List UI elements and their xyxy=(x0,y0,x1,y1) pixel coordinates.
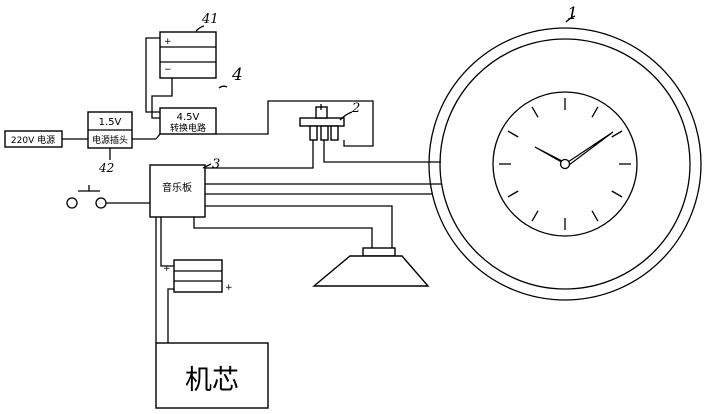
movement-battery-plus-right: + xyxy=(225,283,233,293)
push-button-terminal-right xyxy=(95,197,107,209)
clock-hour-ticks xyxy=(499,98,631,230)
wire-converter-to-switch xyxy=(216,100,374,147)
ref-leader-clock xyxy=(565,15,576,23)
ref-numeral-adapter: 42 xyxy=(98,161,114,175)
movement-label: 机芯 xyxy=(185,365,239,396)
wire-board-to-speaker-2 xyxy=(193,217,373,249)
wire-switch-to-board xyxy=(205,140,314,169)
switch-pin-mid xyxy=(320,125,329,141)
clock-tick-2 xyxy=(611,130,623,138)
adapter-name-label: 电源插头 xyxy=(92,134,128,146)
battery-plus-sign: + xyxy=(164,37,172,47)
clock-tick-4 xyxy=(611,190,623,198)
converter-box xyxy=(159,107,217,135)
switch-housing xyxy=(299,117,345,127)
clock-dial xyxy=(492,91,638,237)
clock-center-pin xyxy=(559,158,571,170)
wire-board-to-battery xyxy=(160,217,174,267)
switch-pin-right xyxy=(330,125,339,141)
clock-tick-11 xyxy=(531,106,539,118)
music-board-label: 音乐板 xyxy=(162,181,192,194)
wire-battery-minus xyxy=(151,78,173,119)
push-button-terminal-left xyxy=(66,197,78,209)
ref-numeral-music-board: 3 xyxy=(212,157,220,172)
ref-numeral-switch: 2 xyxy=(351,101,360,116)
wire-battery-to-movement xyxy=(167,288,174,343)
clock-outer-rim xyxy=(428,27,702,301)
battery-minus-sign: − xyxy=(164,65,172,75)
clock-tick-10 xyxy=(507,130,519,138)
switch-pin-left xyxy=(309,125,318,141)
converter-voltage-label: 4.5V xyxy=(177,112,200,123)
clock-inner-rim xyxy=(439,38,691,290)
ac-source-label: 220V 电源 xyxy=(11,134,55,146)
clock-tick-5 xyxy=(591,210,599,222)
clock-tick-7 xyxy=(531,210,539,222)
speaker-magnet xyxy=(362,247,396,257)
battery-box xyxy=(159,31,217,79)
movement-box xyxy=(155,342,269,409)
wire-switch-to-clock xyxy=(323,140,441,163)
clock-hour-hand xyxy=(534,146,566,165)
clock-tick-8 xyxy=(507,190,519,198)
speaker-cone xyxy=(312,255,430,287)
clock-tick-1 xyxy=(591,106,599,118)
ref-numeral-clock: 1 xyxy=(567,4,578,24)
wire-battery-plus xyxy=(145,37,160,113)
movement-battery-box xyxy=(173,259,223,293)
ref-numeral-power-assembly: 4 xyxy=(231,65,243,85)
movement-battery-plus-left: + xyxy=(163,264,171,274)
adapter-voltage-label: 1.5V xyxy=(99,117,122,128)
wire-board-to-speaker-1 xyxy=(205,205,393,249)
clock-minute-hand xyxy=(563,131,614,166)
clock xyxy=(428,27,702,301)
music-board-box xyxy=(149,164,206,218)
converter-name-label: 转换电路 xyxy=(170,122,206,134)
ref-numeral-battery-box: 41 xyxy=(201,12,219,27)
